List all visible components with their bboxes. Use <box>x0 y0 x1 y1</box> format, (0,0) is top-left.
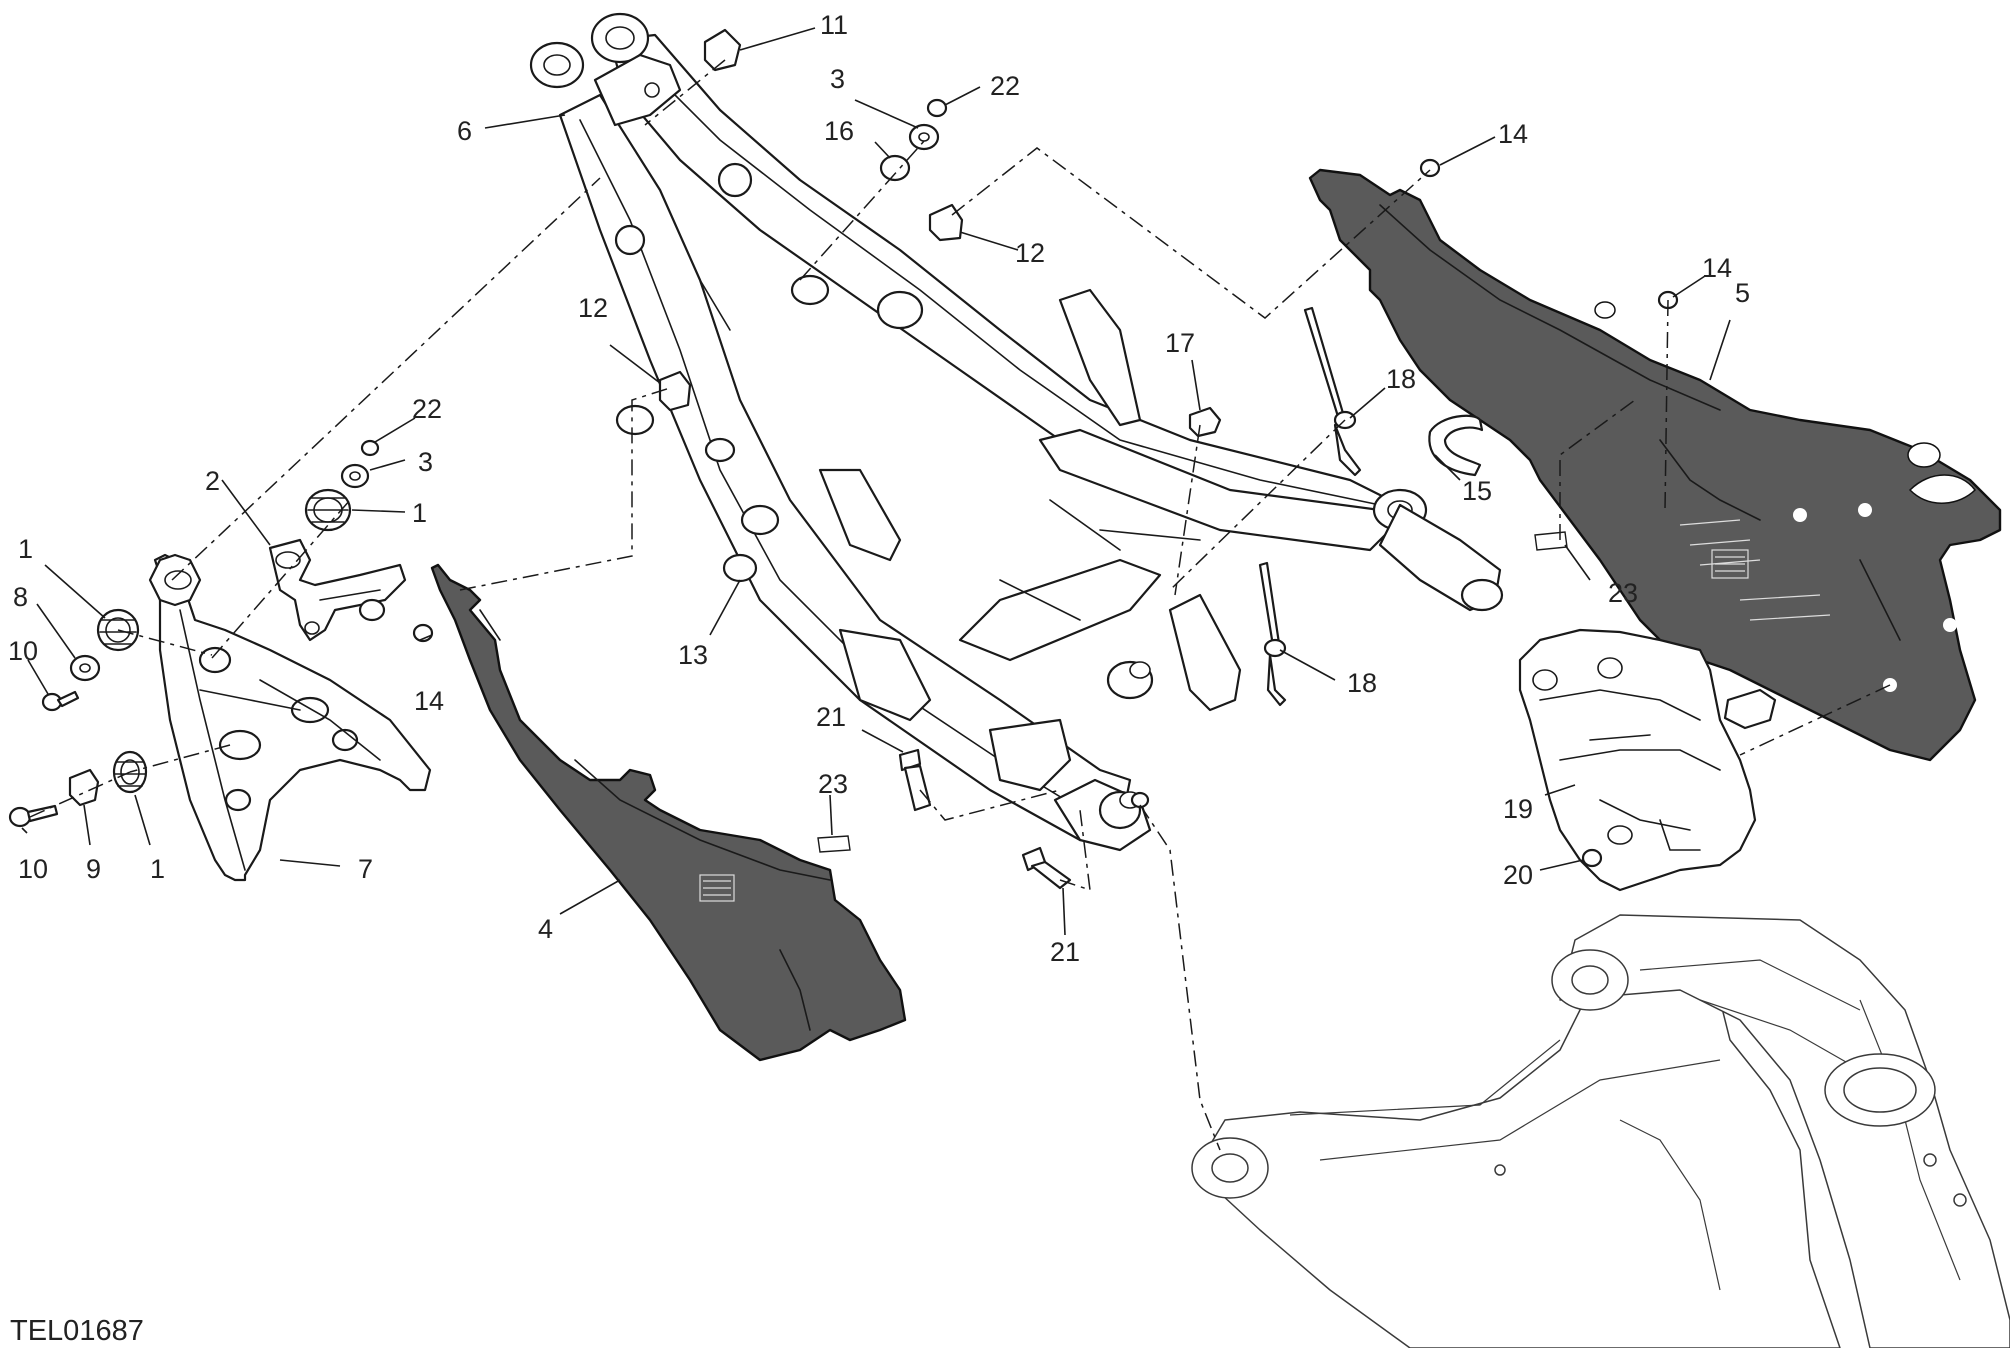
ghost-main-frame <box>1191 914 2010 1348</box>
callout-6: 6 <box>457 116 472 146</box>
callout-2: 2 <box>205 466 220 496</box>
callout-8: 8 <box>13 582 28 612</box>
nut-22-left <box>360 439 380 457</box>
callout-14: 14 <box>1498 119 1528 149</box>
callout-labels: 1 1 1 2 3 3 4 5 6 7 8 9 10 10 11 12 12 1… <box>8 10 1750 967</box>
nut-11 <box>703 28 742 72</box>
callout-12: 12 <box>1015 238 1045 268</box>
callout-7: 7 <box>358 854 373 884</box>
screw-10-lower <box>8 804 59 828</box>
callout-15: 15 <box>1462 476 1492 506</box>
callout-3: 3 <box>418 447 433 477</box>
callout-16: 16 <box>824 116 854 146</box>
grommet-13 <box>722 553 758 583</box>
callout-23: 23 <box>818 769 848 799</box>
certification-mark-4 <box>699 874 735 902</box>
assembly-lines <box>29 59 1891 1151</box>
callout-4: 4 <box>538 914 553 944</box>
callout-18: 18 <box>1347 668 1377 698</box>
callout-19: 19 <box>1503 794 1533 824</box>
bracket-2 <box>268 538 407 642</box>
callout-18: 18 <box>1386 364 1416 394</box>
callout-22: 22 <box>412 394 442 424</box>
callout-17: 17 <box>1165 328 1195 358</box>
clamp-15 <box>1428 414 1484 477</box>
side-cover-5 <box>1308 168 2002 762</box>
clip-17 <box>1188 406 1222 438</box>
pad-23-right <box>1534 531 1568 551</box>
bolt-21-lower <box>1021 846 1072 890</box>
cable-tie-18-bottom <box>1258 561 1287 707</box>
spacer-9 <box>68 768 100 807</box>
side-cover-4 <box>430 563 907 1062</box>
callout-1: 1 <box>18 534 33 564</box>
callout-22: 22 <box>990 71 1020 101</box>
callout-20: 20 <box>1503 860 1533 890</box>
screw-10-upper <box>41 690 80 712</box>
callout-21: 21 <box>1050 937 1080 967</box>
clip-12-left <box>658 370 692 412</box>
rivet-14-top <box>1419 158 1441 178</box>
callout-21: 21 <box>816 702 846 732</box>
bolt-21-upper <box>898 748 932 812</box>
bracket-7 <box>148 553 432 882</box>
pad-23-left <box>817 835 851 853</box>
callout-5: 5 <box>1735 278 1750 308</box>
rear-subframe-6 <box>529 12 1504 852</box>
bush-16 <box>879 154 911 182</box>
callout-13: 13 <box>678 640 708 670</box>
certification-mark-5 <box>1711 549 1749 579</box>
blank-plate <box>1723 688 1777 730</box>
drawing-code: TEL01687 <box>10 1315 144 1347</box>
leader-lines <box>21 27 1731 936</box>
callout-23: 23 <box>1608 578 1638 608</box>
callout-10: 10 <box>18 854 48 884</box>
callout-11: 11 <box>820 10 848 40</box>
grommet-1-top <box>304 488 352 532</box>
callout-3: 3 <box>830 64 845 94</box>
callout-12: 12 <box>578 293 608 323</box>
callout-1: 1 <box>412 498 427 528</box>
callout-9: 9 <box>86 854 101 884</box>
nut-20 <box>1581 848 1603 868</box>
callout-1: 1 <box>150 854 165 884</box>
nut-22-top <box>926 98 948 118</box>
callout-14: 14 <box>1702 253 1732 283</box>
callout-10: 10 <box>8 636 38 666</box>
callout-14: 14 <box>414 686 444 716</box>
cover-19 <box>1518 628 1757 892</box>
